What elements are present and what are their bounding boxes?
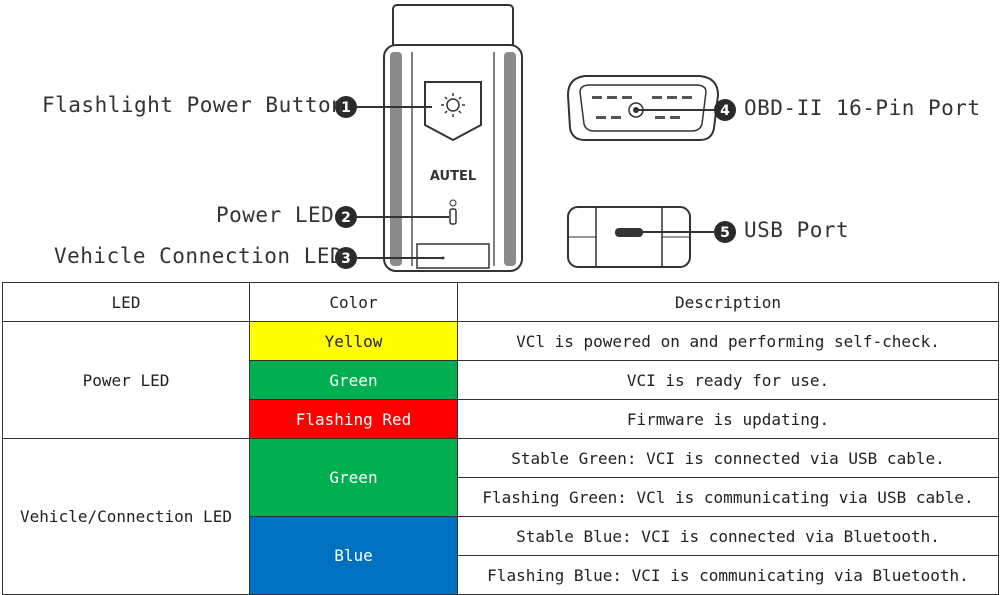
table-header-row: LED Color Description	[2, 282, 999, 322]
table-row: Power LED Yellow VCl is powered on and p…	[2, 321, 999, 439]
table-row: Green VCI is ready for use.	[3, 360, 999, 400]
color-cell-green: Green	[249, 360, 458, 400]
callout-label-obd-port: OBD-II 16-Pin Port	[744, 96, 981, 120]
callout-label-power-led: Power LED	[216, 203, 335, 227]
usb-port-drawing	[567, 206, 691, 268]
obd-port-drawing	[566, 75, 720, 141]
svg-text:4: 4	[720, 103, 730, 119]
color-cell-yellow: Yellow	[249, 321, 458, 361]
header-color: Color	[249, 282, 458, 322]
svg-text:1: 1	[341, 100, 351, 116]
device-diagram: AUTEL	[335, 4, 736, 272]
callout-badge-4: 4	[714, 99, 736, 121]
table-row: Vehicle/Connection LED Green Stable Gree…	[2, 438, 999, 595]
color-cell-blue: Blue	[249, 516, 458, 595]
vci-device-front: AUTEL	[383, 4, 523, 272]
description-cell: VCI is ready for use.	[457, 360, 999, 400]
callout-badge-1: 1	[335, 96, 357, 118]
table-row: Flashing Red Firmware is updating.	[3, 399, 999, 439]
table-row: Blue Stable Blue: VCI is connected via B…	[3, 516, 999, 595]
flashlight-sun-icon	[441, 93, 465, 117]
callout-leader-lines	[357, 106, 714, 259]
description-cell: VCl is powered on and performing self-ch…	[457, 321, 999, 361]
svg-text:2: 2	[341, 210, 351, 226]
description-cell: Flashing Green: VCl is communicating via…	[457, 477, 999, 517]
color-cell-green: Green	[249, 438, 458, 517]
vehicle-connection-led-window	[416, 243, 490, 269]
header-description: Description	[457, 282, 999, 322]
led-name-power: Power LED	[2, 321, 250, 439]
table-row: Flashing Blue: VCI is communicating via …	[3, 555, 999, 595]
color-cell-flashing-red: Flashing Red	[249, 399, 458, 439]
description-cell: Stable Blue: VCI is connected via Blueto…	[457, 516, 999, 556]
callout-label-flashlight-power-button: Flashlight Power Button	[42, 93, 345, 117]
header-led: LED	[2, 282, 250, 322]
power-led-icon	[449, 199, 457, 225]
callout-label-usb-port: USB Port	[744, 218, 850, 242]
led-status-table: LED Color Description Power LED Yellow V…	[2, 282, 999, 595]
description-cell: Firmware is updating.	[457, 399, 999, 439]
callout-badge-5: 5	[714, 221, 736, 243]
led-name-vehicle-connection: Vehicle/Connection LED	[2, 438, 250, 595]
callout-badge-2: 2	[335, 206, 357, 228]
description-cell: Stable Green: VCI is connected via USB c…	[457, 438, 999, 478]
description-cell: Flashing Blue: VCI is communicating via …	[457, 555, 999, 595]
table-row: Flashing Green: VCl is communicating via…	[3, 477, 999, 517]
svg-text:3: 3	[341, 251, 351, 267]
callout-badge-3: 3	[335, 247, 357, 269]
svg-text:5: 5	[720, 225, 730, 241]
brand-logo: AUTEL	[430, 169, 476, 184]
callout-label-vehicle-connection-led: Vehicle Connection LED	[54, 244, 344, 268]
